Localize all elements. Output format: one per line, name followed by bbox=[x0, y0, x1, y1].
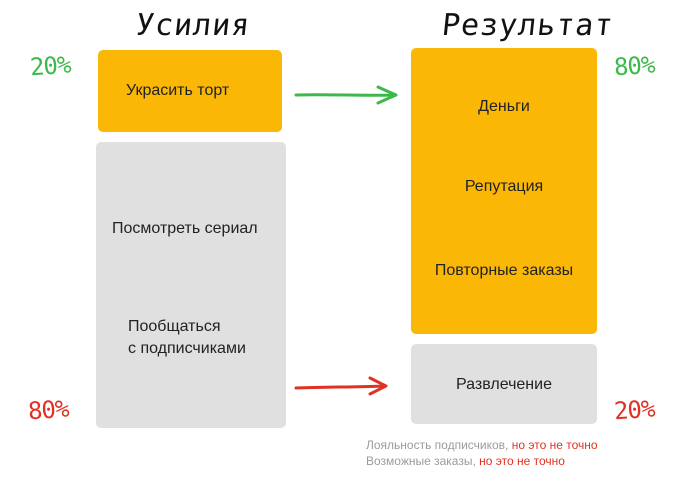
effort-block-decorate-cake: Украсить торт bbox=[98, 50, 282, 132]
result-bottom-label: Развлечение bbox=[456, 376, 552, 393]
result-item-repeat-orders: Повторные заказы bbox=[434, 262, 574, 279]
result-item-money: Деньги bbox=[478, 98, 530, 115]
note-orders: Возможные заказы, но это не точно bbox=[366, 453, 565, 469]
result-block-benefits: Деньги Репутация Повторные заказы bbox=[411, 48, 597, 334]
effort-item-chat-line1: Пообщаться bbox=[128, 318, 221, 335]
effort-bottom-percent: 80% bbox=[27, 394, 70, 426]
effort-top-label: Украсить торт bbox=[126, 82, 230, 99]
note-orders-text: Возможные заказы, bbox=[366, 454, 476, 468]
effort-top-percent: 20% bbox=[29, 50, 72, 82]
effort-item-watch-series: Посмотреть сериал bbox=[112, 220, 258, 237]
effort-item-chat-line2: с подписчиками bbox=[128, 340, 246, 357]
result-block-entertainment: Развлечение bbox=[411, 344, 597, 424]
green-arrow-icon bbox=[294, 85, 398, 105]
note-orders-warning: но это не точно bbox=[479, 454, 565, 468]
red-arrow-icon bbox=[294, 376, 388, 396]
note-loyalty: Лояльность подписчиков, но это не точно bbox=[366, 437, 598, 453]
result-bottom-percent: 20% bbox=[613, 394, 656, 426]
effort-block-leisure: Посмотреть сериал Пообщаться с подписчик… bbox=[96, 142, 286, 428]
result-item-reputation: Репутация bbox=[464, 178, 544, 195]
effort-heading: Усилия bbox=[134, 8, 253, 43]
note-loyalty-warning: но это не точно bbox=[511, 438, 598, 452]
result-heading: Результат bbox=[440, 8, 616, 43]
note-loyalty-text: Лояльность подписчиков, bbox=[366, 438, 509, 452]
result-top-percent: 80% bbox=[613, 50, 656, 82]
